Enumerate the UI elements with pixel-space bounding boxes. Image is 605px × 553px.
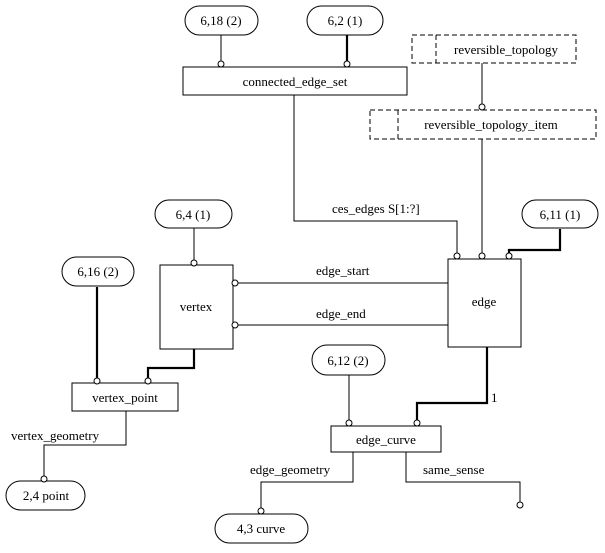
end-circle [413,419,421,427]
entity-label: reversible_topology [454,42,558,57]
page-ref-label: 6,11 (1) [540,207,581,222]
end-circle [93,377,101,385]
entity-reversible-topology[interactable]: reversible_topology [411,34,577,64]
end-circle [478,252,486,260]
end-circle [40,475,48,483]
page-ref-4-3-curve[interactable]: 4,3 curve [214,513,309,544]
page-ref-6-18[interactable]: 6,18 (2) [184,5,259,36]
end-circle [345,419,353,427]
end-circle [190,259,198,267]
line-ref-6-11-to-edge [507,229,562,258]
entity-label: vertex_point [92,390,158,405]
page-ref-label: 6,16 (2) [77,264,118,279]
line-edge-geometry [260,452,354,514]
relation-label-edge-end: edge_end [316,306,366,321]
entity-edge[interactable]: edge [447,258,522,348]
page-ref-label: 6,12 (2) [327,353,368,368]
entity-vertex-point[interactable]: vertex_point [71,382,179,412]
page-ref-6-16[interactable]: 6,16 (2) [61,256,135,287]
entity-edge-curve[interactable]: edge_curve [330,425,442,453]
page-ref-6-11[interactable]: 6,11 (1) [521,199,599,229]
end-circle [478,103,486,111]
entity-vertex[interactable]: vertex [159,264,234,350]
page-ref-label: 2,4 point [23,488,70,503]
entity-reversible-topology-item[interactable]: reversible_topology_item [369,109,597,140]
end-circle [453,252,461,260]
relation-label-same-sense: same_sense [423,462,485,477]
line-vertex-geometry [43,411,127,480]
page-ref-6-2[interactable]: 6,2 (1) [306,5,384,36]
end-circle [144,377,152,385]
line-same-sense [405,452,521,502]
relation-label-edge-start: edge_start [316,263,370,278]
line-vertex-to-vertex-point [146,349,196,380]
end-circle [516,501,524,509]
page-ref-label: 6,4 (1) [176,207,211,222]
entity-label: edge [472,294,497,309]
entity-label: vertex [180,299,213,314]
page-ref-label: 6,18 (2) [200,13,241,28]
end-circle [231,321,239,329]
relation-label-vertex-geometry: vertex_geometry [11,428,100,443]
entity-label: connected_edge_set [243,74,348,89]
page-ref-label: 4,3 curve [237,521,286,536]
page-ref-2-4-point[interactable]: 2,4 point [5,480,86,511]
relation-label-ces-edges: ces_edges S[1:?] [332,201,420,216]
page-ref-label: 6,2 (1) [328,13,363,28]
entity-label: edge_curve [356,432,416,447]
entity-label: reversible_topology_item [424,117,558,132]
end-circle [217,60,225,68]
line-ces-edges [293,95,458,258]
end-circle [257,507,265,515]
entity-connected-edge-set[interactable]: connected_edge_set [182,66,408,96]
end-circle [343,60,351,68]
end-circle [231,279,239,287]
page-ref-6-4[interactable]: 6,4 (1) [154,199,233,229]
cardinality-label: 1 [491,390,498,405]
relation-label-edge-geometry: edge_geometry [250,462,331,477]
end-circle [505,252,513,260]
page-ref-6-12[interactable]: 6,12 (2) [311,344,386,376]
line-edge-to-edge-curve [415,347,489,424]
